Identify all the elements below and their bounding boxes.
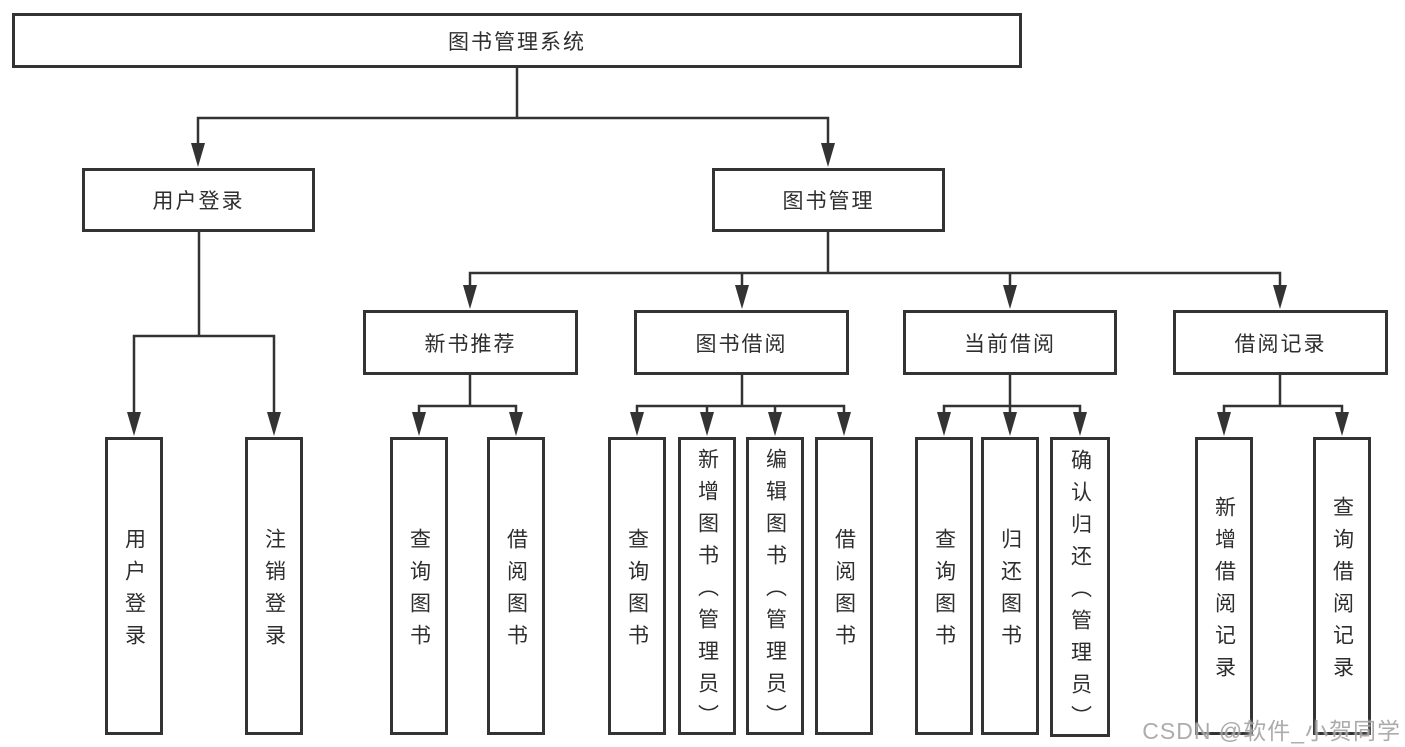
node-new-book-recommend-label: 新书推荐 [424, 332, 517, 356]
leaf-confirm-return-admin-label: 确认归还（管理员） [1068, 448, 1092, 737]
leaf-add-books-admin-label: 新增图书（管理员） [695, 447, 719, 736]
node-library-system-label: 图书管理系统 [448, 30, 586, 54]
node-borrowing-records: 借阅记录 [1173, 310, 1388, 375]
leaf-recommend-borrow-books-label: 借阅图书 [504, 527, 528, 656]
leaf-add-borrow-record: 新增借阅记录 [1195, 437, 1253, 735]
leaf-return-books: 归还图书 [981, 437, 1039, 735]
leaf-query-borrow-record-label: 查询借阅记录 [1330, 495, 1354, 688]
node-book-borrowing: 图书借阅 [634, 310, 849, 375]
leaf-query-borrow-record: 查询借阅记录 [1313, 437, 1371, 735]
node-book-management-label: 图书管理 [782, 190, 875, 213]
leaf-edit-books-admin: 编辑图书（管理员） [746, 437, 804, 736]
node-user-login: 用户登录 [82, 168, 315, 232]
node-borrowing-records-label: 借阅记录 [1234, 332, 1327, 356]
node-library-system: 图书管理系统 [12, 13, 1022, 68]
node-current-borrowing: 当前借阅 [903, 310, 1117, 375]
leaf-return-books-label: 归还图书 [998, 527, 1022, 656]
node-user-login-label: 用户登录 [152, 190, 245, 213]
node-new-book-recommend: 新书推荐 [363, 310, 578, 375]
watermark: CSDN @软件_小贺同学 [1142, 718, 1401, 744]
node-book-borrowing-label: 图书借阅 [695, 332, 788, 356]
leaf-current-query-books: 查询图书 [915, 437, 973, 735]
leaf-logout-label: 注销登录 [262, 527, 286, 656]
leaf-confirm-return-admin: 确认归还（管理员） [1050, 437, 1110, 737]
leaf-add-books-admin: 新增图书（管理员） [678, 437, 736, 736]
leaf-borrowing-query-books-label: 查询图书 [625, 527, 649, 656]
leaf-recommend-borrow-books: 借阅图书 [487, 437, 545, 735]
node-current-borrowing-label: 当前借阅 [964, 332, 1056, 356]
leaf-logout: 注销登录 [245, 437, 303, 735]
leaf-borrowing-query-books: 查询图书 [608, 437, 666, 735]
leaf-user-login-label: 用户登录 [122, 527, 146, 656]
leaf-add-borrow-record-label: 新增借阅记录 [1212, 495, 1236, 688]
node-book-management: 图书管理 [712, 168, 945, 232]
leaf-current-query-books-label: 查询图书 [932, 527, 956, 656]
leaf-borrowing-borrow-books: 借阅图书 [815, 437, 873, 735]
leaf-recommend-query-books: 查询图书 [390, 437, 448, 735]
leaf-borrowing-borrow-books-label: 借阅图书 [832, 527, 856, 656]
leaf-edit-books-admin-label: 编辑图书（管理员） [763, 447, 787, 736]
leaf-recommend-query-books-label: 查询图书 [407, 527, 431, 656]
leaf-user-login: 用户登录 [105, 437, 163, 735]
